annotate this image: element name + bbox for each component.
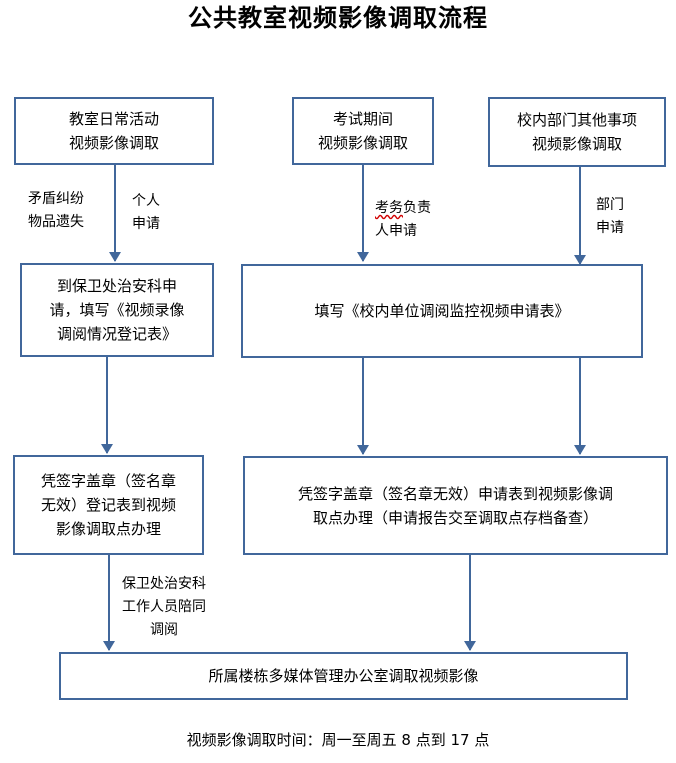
label-security-staff: 保卫处治安科 工作人员陪同 调阅	[122, 576, 206, 638]
box-exam-period-line1: 考试期间	[332, 110, 393, 128]
box-exam-period-line2: 视频影像调取	[317, 134, 408, 152]
box-security-office: 到保卫处治安科申 请，填写《视频录像 调阅情况登记表》	[20, 263, 214, 357]
label-dispute-loss: 矛盾纠纷 物品遗失	[28, 191, 84, 230]
box-fill-form: 填写《校内单位调阅监控视频申请表》	[241, 264, 643, 358]
box-right-signature: 凭签字盖章（签名章无效）申请表到视频影像调 取点办理（申请报告交至调取点存档备查…	[243, 456, 668, 555]
label-dept-apply: 部门 申请	[596, 197, 624, 236]
box-dept-other-line2: 视频影像调取	[531, 135, 622, 153]
footer-schedule: 视频影像调取时间：周一至周五 8 点到 17 点	[186, 731, 490, 749]
box-exam-period: 考试期间 视频影像调取	[292, 97, 434, 165]
box-classroom-daily-line2: 视频影像调取	[68, 134, 159, 152]
label-exam-affairs: 考务负责 人申请	[375, 200, 431, 239]
box-classroom-daily-line1: 教室日常活动	[68, 110, 159, 128]
box-classroom-daily: 教室日常活动 视频影像调取	[14, 97, 214, 165]
box-dept-other-line1: 校内部门其他事项	[516, 111, 637, 129]
label-exam-affairs-marked: 考务	[375, 200, 403, 216]
box-dept-other: 校内部门其他事项 视频影像调取	[488, 97, 666, 167]
box-final: 所属楼栋多媒体管理办公室调取视频影像	[59, 652, 628, 700]
label-personal-apply: 个人 申请	[132, 193, 160, 232]
box-left-signature: 凭签字盖章（签名章 无效）登记表到视频 影像调取点办理	[13, 455, 204, 555]
page-title: 公共教室视频影像调取流程	[188, 4, 488, 32]
